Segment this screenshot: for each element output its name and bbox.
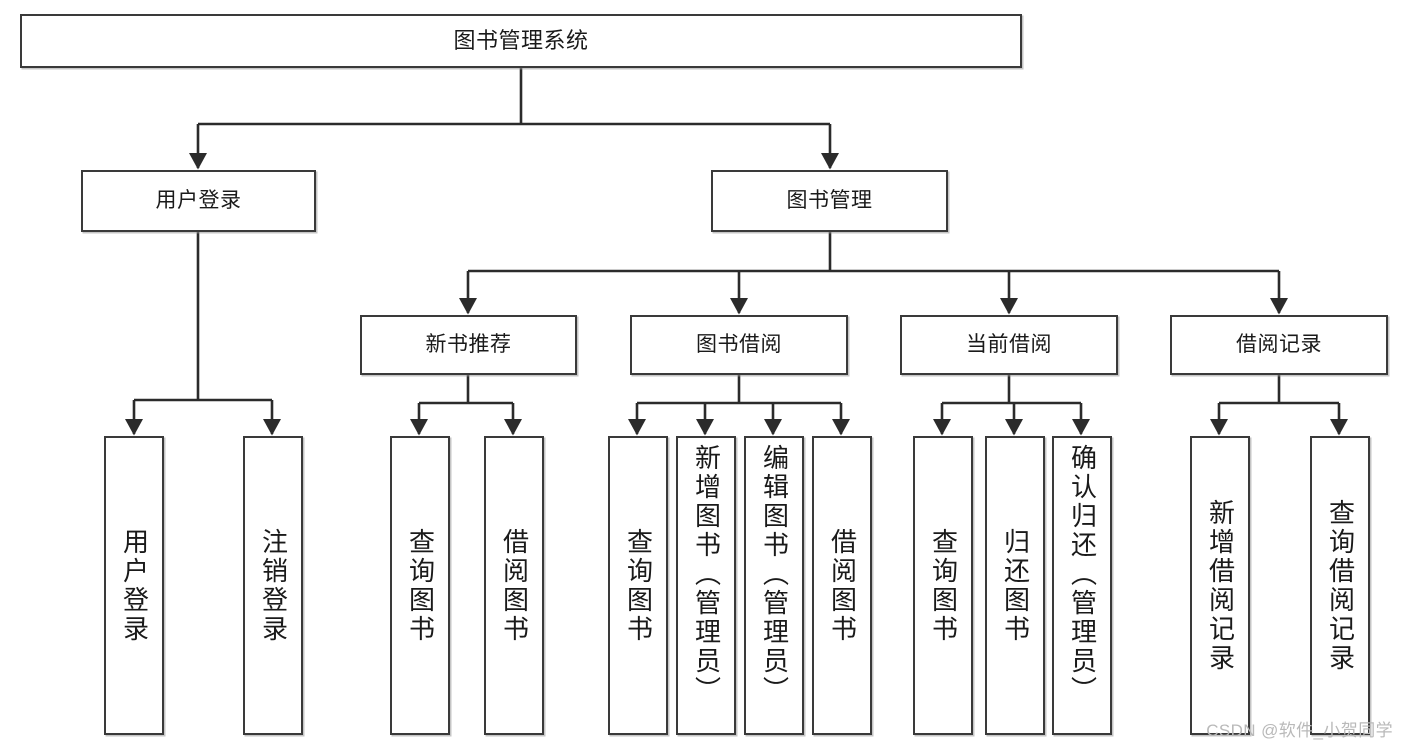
node-label: 查询图书 [928,527,959,644]
leaf-current-borrow-confirm-return-admin[interactable]: 确认归还（管理员） [1052,436,1112,735]
node-user-login[interactable]: 用户登录 [81,170,316,232]
node-label: 借阅记录 [1236,332,1322,356]
node-book-borrow[interactable]: 图书借阅 [630,315,848,375]
leaf-borrow-record-add-record[interactable]: 新增借阅记录 [1190,436,1250,735]
node-label: 查询图书 [623,527,654,644]
leaf-current-borrow-query-book[interactable]: 查询图书 [913,436,973,735]
node-root-book-management-system[interactable]: 图书管理系统 [20,14,1022,68]
leaf-user-login-login[interactable]: 用户登录 [104,436,164,735]
node-label: 新书推荐 [425,332,512,356]
node-label: 确认归还（管理员） [1067,444,1098,705]
node-label: 当前借阅 [966,332,1052,356]
node-label: 用户登录 [155,188,242,212]
node-label: 图书借阅 [696,332,782,356]
node-current-borrow[interactable]: 当前借阅 [900,315,1118,375]
leaf-book-borrow-edit-book-admin[interactable]: 编辑图书（管理员） [744,436,804,735]
node-new-book-recommend[interactable]: 新书推荐 [360,315,577,375]
node-label: 图书管理 [786,188,873,212]
node-label: 图书管理系统 [453,28,589,54]
node-label: 借阅图书 [827,527,858,644]
node-label: 用户登录 [119,527,150,644]
node-label: 新增图书（管理员） [691,444,722,705]
leaf-book-borrow-add-book-admin[interactable]: 新增图书（管理员） [676,436,736,735]
leaf-current-borrow-return-book[interactable]: 归还图书 [985,436,1045,735]
node-book-management[interactable]: 图书管理 [711,170,948,232]
leaf-user-login-logout[interactable]: 注销登录 [243,436,303,735]
leaf-book-borrow-borrow-book[interactable]: 借阅图书 [812,436,872,735]
csdn-watermark: CSDN @软件_小贺同学 [1206,721,1393,740]
node-label: 新增借阅记录 [1205,498,1236,673]
node-label: 编辑图书（管理员） [759,444,790,705]
node-label: 归还图书 [1000,527,1031,644]
leaf-book-borrow-query-book[interactable]: 查询图书 [608,436,668,735]
node-label: 注销登录 [258,527,289,644]
leaf-new-book-borrow-book[interactable]: 借阅图书 [484,436,544,735]
node-label: 借阅图书 [499,527,530,644]
node-label: 查询借阅记录 [1325,498,1356,673]
node-label: 查询图书 [405,527,436,644]
node-borrow-record[interactable]: 借阅记录 [1170,315,1388,375]
leaf-new-book-query-book[interactable]: 查询图书 [390,436,450,735]
leaf-borrow-record-query-record[interactable]: 查询借阅记录 [1310,436,1370,735]
